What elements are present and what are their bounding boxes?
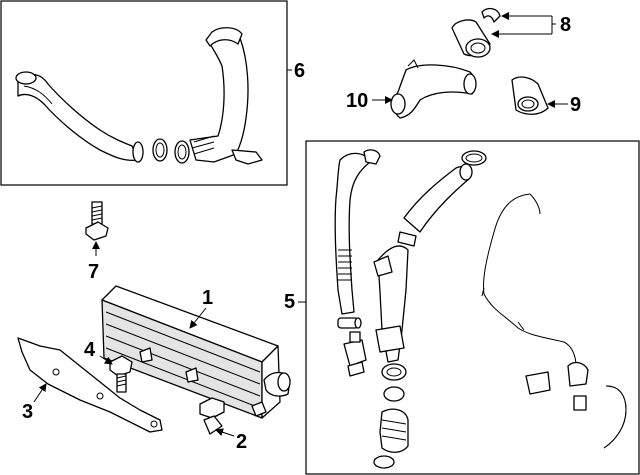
callout-4: 4 <box>84 339 113 365</box>
charge-air-hose-left <box>15 71 144 163</box>
callout-5: 5 <box>284 291 306 313</box>
callout-label-4: 4 <box>84 339 96 361</box>
callout-8: 8 <box>491 12 571 38</box>
callout-2: 2 <box>215 428 247 453</box>
group-box-outline <box>305 140 640 475</box>
hose-end-left <box>15 71 37 85</box>
part-4-bolt <box>109 355 133 393</box>
vacuum-line <box>603 385 627 449</box>
part-7-bolt <box>85 201 109 241</box>
corrugated-hose <box>334 149 381 315</box>
hose-bracket <box>231 149 263 165</box>
hose-group-5-box <box>305 140 640 475</box>
callout-label-6: 6 <box>294 60 305 82</box>
part-3-bracket <box>17 337 163 433</box>
part-10-pipe <box>390 59 477 119</box>
part-8-hose-end <box>451 7 501 58</box>
hose-top-cuff <box>205 27 243 47</box>
callout-label-2: 2 <box>236 431 247 453</box>
callout-1: 1 <box>189 287 213 329</box>
hose-clamp-2 <box>174 140 190 164</box>
callout-9: 9 <box>547 94 581 116</box>
callout-label-5: 5 <box>284 291 295 313</box>
callout-label-3: 3 <box>22 401 33 423</box>
wiring-harness <box>481 193 577 367</box>
callout-7: 7 <box>88 241 100 283</box>
hose-clamp-3 <box>461 150 487 166</box>
callout-label-9: 9 <box>570 94 581 116</box>
connector-bracket <box>525 361 589 411</box>
hose-end-right <box>132 141 144 163</box>
callout-6: 6 <box>287 60 305 82</box>
callout-label-7: 7 <box>88 261 99 283</box>
callout-3: 3 <box>22 383 47 423</box>
group-box-outline <box>0 0 288 186</box>
callout-10: 10 <box>346 90 393 112</box>
charge-pipe-vertical <box>373 245 409 381</box>
lower-elbow-hose <box>373 408 409 469</box>
hose-group-6-box <box>0 0 288 186</box>
callout-label-10: 10 <box>346 90 368 112</box>
callout-label-1: 1 <box>202 287 213 309</box>
part-8-clamp <box>481 7 501 23</box>
hose-clamp-4 <box>383 386 405 402</box>
intake-pipe <box>397 163 473 247</box>
hose-end-opening <box>465 38 491 58</box>
part-9-hose-end <box>511 76 549 115</box>
pipe-clamp <box>397 231 417 247</box>
small-fitting <box>337 317 362 329</box>
boost-sensor <box>343 331 367 377</box>
hose-clamp-1 <box>152 138 168 162</box>
hose-clamp-top <box>363 149 381 165</box>
part-2-bolt <box>199 397 225 435</box>
callout-label-8: 8 <box>560 14 571 36</box>
charge-air-hose-right <box>189 27 263 165</box>
part-1-intercooler <box>101 285 291 419</box>
